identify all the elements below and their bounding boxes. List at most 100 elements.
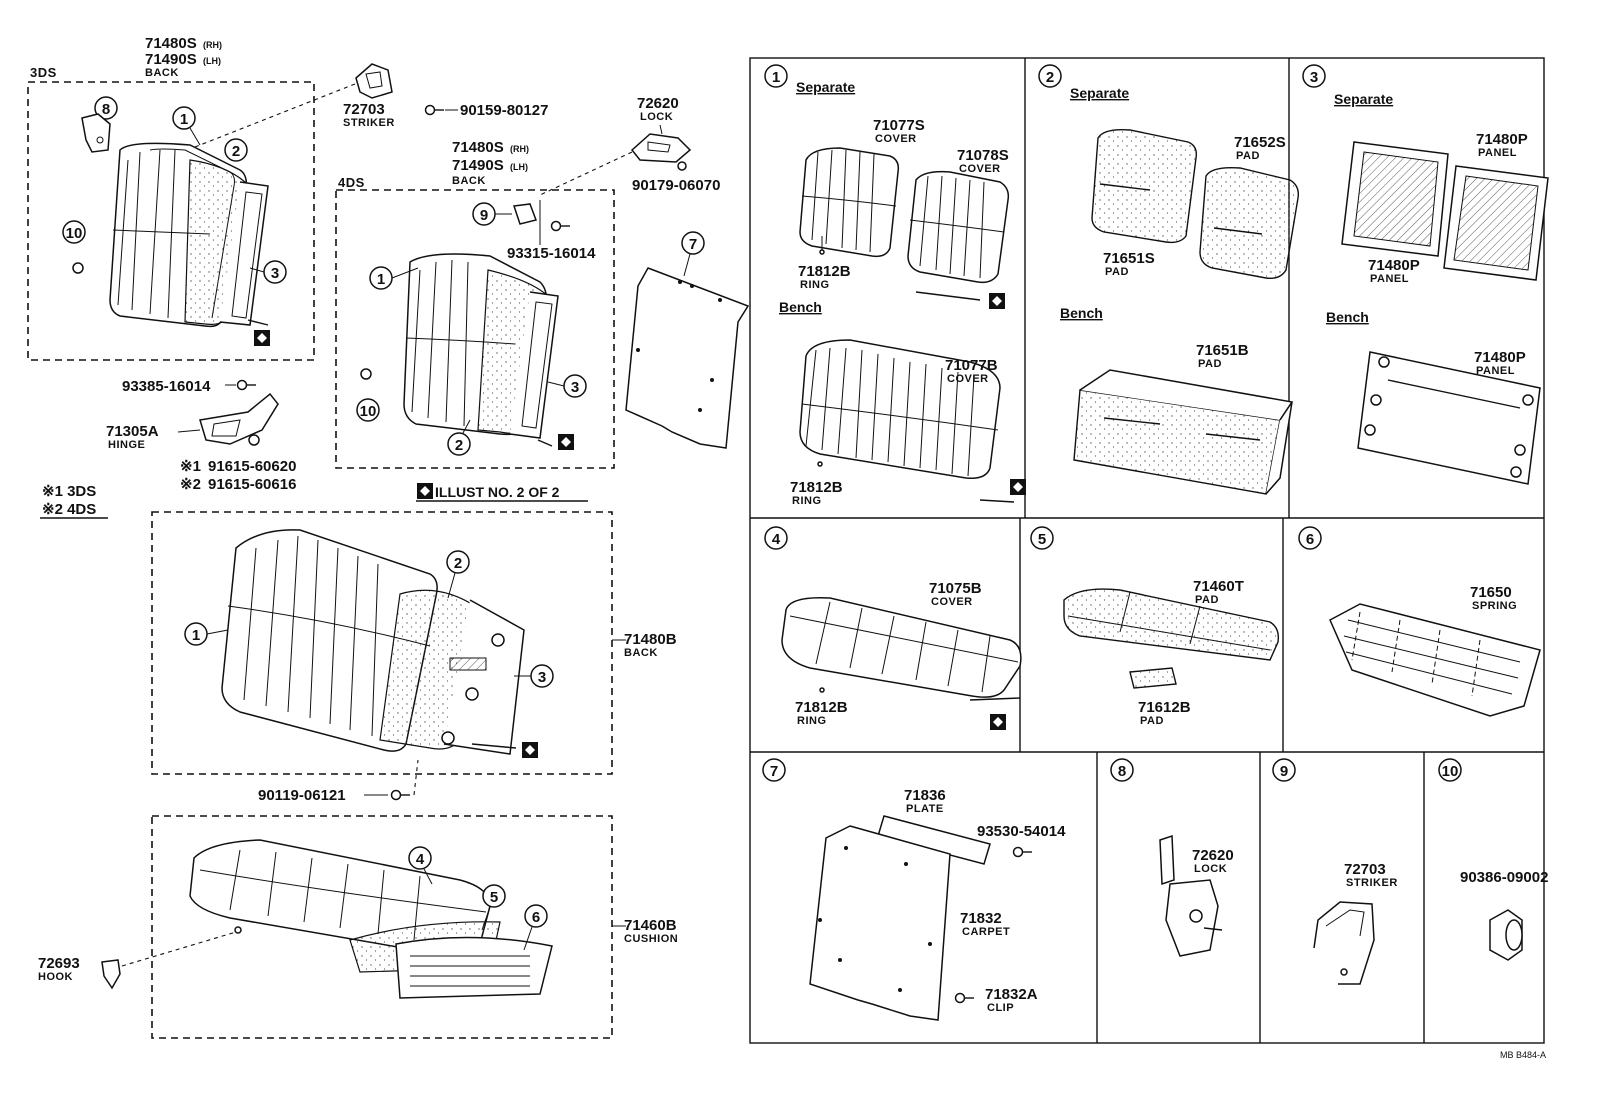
seat-back-3ds-drawing bbox=[109, 142, 270, 346]
svg-text:71460T: 71460T bbox=[1193, 578, 1244, 595]
callout-4ds-1: 1 bbox=[369, 266, 419, 290]
svg-text:71490S: 71490S bbox=[452, 157, 504, 174]
svg-text:Bench: Bench bbox=[1060, 305, 1103, 321]
carpet-left-drawing bbox=[625, 267, 750, 449]
cell-3-header: 3 Separate Bench bbox=[1302, 64, 1393, 325]
cushion-drawing bbox=[189, 839, 553, 999]
back-4ds-part-label: 71480S (RH) 71490S (LH) BACK bbox=[452, 139, 529, 187]
cell-9: 9 72703 STRIKER bbox=[1272, 758, 1398, 985]
svg-text:COVER: COVER bbox=[959, 163, 1001, 175]
svg-text:※1 3DS: ※1 3DS bbox=[42, 483, 96, 500]
cushion-part-no: 71460B bbox=[624, 917, 677, 934]
svg-text:SPRING: SPRING bbox=[1472, 600, 1517, 612]
svg-text:71812B: 71812B bbox=[795, 699, 848, 716]
svg-text:71650: 71650 bbox=[1470, 584, 1512, 601]
lock-name: LOCK bbox=[640, 111, 673, 123]
bolt-lock-part-no: 90179-06070 bbox=[632, 177, 720, 194]
svg-text:PAD: PAD bbox=[1140, 715, 1164, 727]
svg-text:PAD: PAD bbox=[1195, 594, 1219, 606]
striker-icon bbox=[355, 63, 393, 99]
svg-text:71078S: 71078S bbox=[957, 147, 1009, 164]
svg-text:BACK: BACK bbox=[452, 175, 486, 187]
svg-text:71077B: 71077B bbox=[945, 357, 998, 374]
svg-text:(RH): (RH) bbox=[203, 40, 222, 50]
box-3ds-label: 3DS bbox=[30, 65, 57, 80]
bolt-bottom-icon bbox=[390, 789, 411, 801]
bench-back-drawing bbox=[221, 529, 538, 758]
svg-text:3: 3 bbox=[571, 379, 579, 396]
svg-text:10: 10 bbox=[1442, 763, 1459, 780]
back-3ds-part-label: 71480S (RH) 71490S (LH) BACK bbox=[145, 35, 222, 79]
svg-text:STRIKER: STRIKER bbox=[1346, 877, 1398, 889]
callout-cushion-6: 6 bbox=[523, 904, 548, 951]
svg-text:71812B: 71812B bbox=[798, 263, 851, 280]
bolt-bottom-part-no: 90119-06121 bbox=[258, 787, 346, 804]
svg-text:2: 2 bbox=[455, 437, 463, 454]
svg-text:※1: ※1 bbox=[180, 458, 201, 475]
svg-text:CARPET: CARPET bbox=[962, 926, 1010, 938]
cell-6: 6 71650 SPRING bbox=[1298, 526, 1541, 717]
svg-text:93530-54014: 93530-54014 bbox=[977, 823, 1066, 840]
cell-3-drawings bbox=[1341, 141, 1549, 485]
svg-text:71651B: 71651B bbox=[1196, 342, 1249, 359]
svg-text:9: 9 bbox=[1280, 763, 1288, 780]
callout-4ds-9: 9 bbox=[472, 202, 571, 232]
cell-2-drawings bbox=[1073, 128, 1300, 495]
svg-text:ILLUST NO. 2 OF 2: ILLUST NO. 2 OF 2 bbox=[435, 484, 560, 500]
svg-text:4: 4 bbox=[416, 851, 425, 868]
cell-3-labels: 71480P PANEL 71480P PANEL 71480P PANEL bbox=[1368, 131, 1528, 377]
svg-text:Bench: Bench bbox=[1326, 309, 1369, 325]
bolt-striker-icon bbox=[424, 104, 445, 116]
svg-text:(RH): (RH) bbox=[510, 144, 529, 154]
lock-icon bbox=[630, 124, 692, 163]
svg-text:71077S: 71077S bbox=[873, 117, 925, 134]
cell-8: 8 72620 LOCK bbox=[1110, 758, 1234, 957]
callout-3ds-2: 2 bbox=[224, 138, 248, 162]
svg-text:71651S: 71651S bbox=[1103, 250, 1155, 267]
svg-text:7: 7 bbox=[689, 236, 697, 253]
cell-5: 5 71460T PAD 71612B PAD bbox=[1030, 526, 1280, 727]
svg-text:COVER: COVER bbox=[875, 133, 917, 145]
svg-text:3: 3 bbox=[538, 669, 546, 686]
parts-grid bbox=[749, 57, 1545, 1044]
svg-text:71832A: 71832A bbox=[985, 986, 1038, 1003]
svg-text:CLIP: CLIP bbox=[987, 1002, 1014, 1014]
svg-text:1: 1 bbox=[377, 271, 385, 288]
illust-note: ILLUST NO. 2 OF 2 bbox=[416, 483, 588, 502]
bench-back-name: BACK bbox=[624, 647, 658, 659]
callout-cushion-4: 4 bbox=[408, 846, 433, 885]
striker-name: STRIKER bbox=[343, 117, 395, 129]
cell-7: 7 71836 PLATE 93530-54014 71832 CARPET 7… bbox=[762, 758, 1066, 1021]
svg-text:5: 5 bbox=[1038, 531, 1046, 548]
svg-text:1: 1 bbox=[180, 111, 188, 128]
svg-text:9: 9 bbox=[480, 207, 488, 224]
svg-text:71480P: 71480P bbox=[1368, 257, 1420, 274]
box-cushion bbox=[151, 815, 613, 1039]
svg-text:BACK: BACK bbox=[145, 67, 179, 79]
callout-3ds-10: 10 bbox=[62, 220, 86, 274]
callout-cushion-5: 5 bbox=[481, 884, 506, 931]
svg-text:71490S: 71490S bbox=[145, 51, 197, 68]
svg-text:Separate: Separate bbox=[1070, 85, 1129, 101]
bolt-hinge-icon bbox=[236, 379, 257, 391]
svg-text:71480P: 71480P bbox=[1476, 131, 1528, 148]
svg-text:COVER: COVER bbox=[947, 373, 989, 385]
svg-text:8: 8 bbox=[102, 101, 110, 118]
svg-text:10: 10 bbox=[66, 225, 83, 242]
callout-bench-3: 3 bbox=[514, 664, 554, 688]
footer-code: MB B484-A bbox=[1500, 1050, 1546, 1060]
svg-text:72620: 72620 bbox=[1192, 847, 1234, 864]
svg-text:71075B: 71075B bbox=[929, 580, 982, 597]
svg-text:RING: RING bbox=[800, 279, 830, 291]
callout-3ds-1: 1 bbox=[172, 106, 201, 146]
svg-text:COVER: COVER bbox=[931, 596, 973, 608]
callout-bench-1: 1 bbox=[184, 622, 229, 646]
svg-text:Separate: Separate bbox=[796, 79, 855, 95]
svg-text:5: 5 bbox=[490, 889, 498, 906]
svg-text:PAD: PAD bbox=[1198, 358, 1222, 370]
svg-text:PLATE: PLATE bbox=[906, 803, 944, 815]
box-3ds bbox=[27, 81, 315, 361]
svg-text:2: 2 bbox=[454, 555, 462, 572]
callout-4ds-3: 3 bbox=[547, 374, 587, 398]
hinge-bolt-notes: ※1 91615-60620 ※2 91615-60616 bbox=[180, 458, 296, 493]
